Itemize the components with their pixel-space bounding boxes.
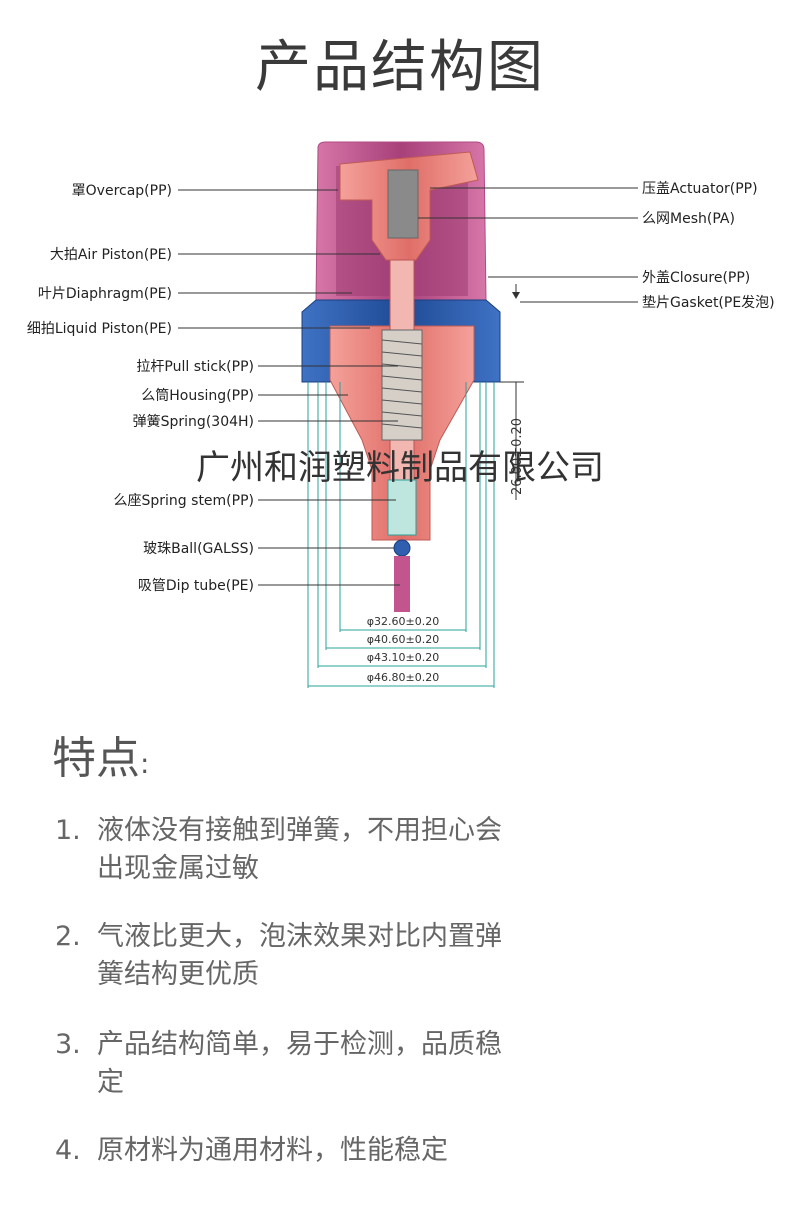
feature-number: 2. <box>55 921 81 952</box>
spring-shape <box>381 329 423 441</box>
label-housing: 么筒Housing(PP) <box>141 387 254 404</box>
feature-text: 原材料为通用材料，性能稳定 <box>97 1135 448 1166</box>
pump-structure-diagram: φ32.60±0.20 φ40.60±0.20 φ43.10±0.20 φ46.… <box>27 141 775 688</box>
dimension-d1: φ32.60±0.20 <box>367 615 439 628</box>
features-heading-text: 特点 <box>52 733 140 784</box>
feature-item: 2. 气液比更大，泡沫效果对比内置弹簧结构更优质 <box>55 918 515 994</box>
dimension-d3: φ43.10±0.20 <box>367 651 439 664</box>
dimension-verticals <box>307 382 495 688</box>
dimension-height: 26.00±0.20 <box>510 418 525 495</box>
features-heading-colon: : <box>140 747 150 780</box>
label-liquid-piston: 细拍Liquid Piston(PE) <box>27 321 172 337</box>
ball-shape <box>393 539 411 557</box>
label-diaphragm: 叶片Diaphragm(PE) <box>38 286 172 302</box>
feature-item: 3. 产品结构简单，易于检测，品质稳定 <box>55 1026 515 1102</box>
feature-number: 1. <box>55 815 81 846</box>
label-air-piston: 大拍Air Piston(PE) <box>50 247 172 263</box>
feature-text: 液体没有接触到弹簧，不用担心会出现金属过敏 <box>97 815 502 884</box>
spring-stem-shape <box>387 479 417 536</box>
label-spring: 弹簧Spring(304H) <box>133 414 254 430</box>
feature-item: 4. 原材料为通用材料，性能稳定 <box>55 1132 515 1170</box>
label-mesh: 么网Mesh(PA) <box>642 211 735 227</box>
dimension-d2: φ40.60±0.20 <box>367 633 439 646</box>
label-pull-stick: 拉杆Pull stick(PP) <box>136 359 254 375</box>
right-leaders <box>418 187 638 303</box>
dip-tube-shape <box>394 556 410 612</box>
page-title: 产品结构图 <box>255 35 545 100</box>
label-gasket: 垫片Gasket(PE发泡) <box>642 295 775 311</box>
feature-item: 1. 液体没有接触到弹簧，不用担心会出现金属过敏 <box>55 812 515 888</box>
features-heading: 特点: <box>52 722 149 786</box>
feature-number: 3. <box>55 1029 81 1060</box>
label-closure: 外盖Closure(PP) <box>642 270 750 286</box>
label-dip-tube: 吸管Dip tube(PE) <box>138 578 254 594</box>
dimension-d4: φ46.80±0.20 <box>367 671 439 684</box>
feature-number: 4. <box>55 1135 81 1166</box>
label-spring-stem: 么座Spring stem(PP) <box>114 493 254 509</box>
feature-text: 气液比更大，泡沫效果对比内置弹簧结构更优质 <box>97 921 502 990</box>
mesh-shape <box>387 169 419 239</box>
label-overcap: 罩Overcap(PP) <box>72 183 172 199</box>
feature-text: 产品结构简单，易于检测，品质稳定 <box>97 1029 502 1098</box>
spring-coils <box>381 339 423 429</box>
label-actuator: 压盖Actuator(PP) <box>642 181 758 197</box>
dimension-horizontals <box>308 629 494 687</box>
label-ball: 玻珠Ball(GALSS) <box>143 541 254 557</box>
left-leaders <box>178 189 400 586</box>
company-watermark: 广州和润塑料制品有限公司 <box>196 448 604 488</box>
